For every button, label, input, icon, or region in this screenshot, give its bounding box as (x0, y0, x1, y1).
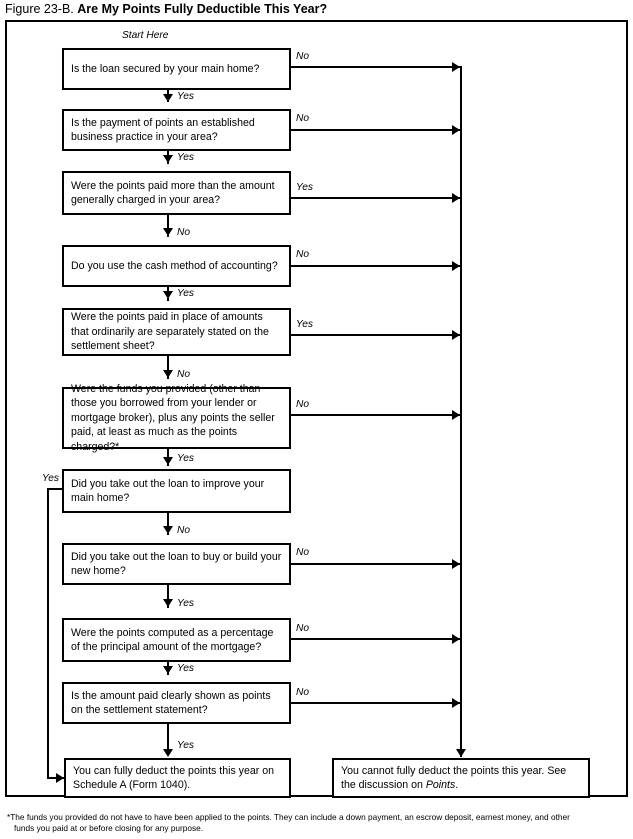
node-q7-text: Did you take out the loan to improve you… (71, 477, 265, 505)
edge-q7-yes-hline-top (47, 488, 62, 490)
node-not-deductible[interactable]: You cannot fully deduct the points this … (332, 758, 590, 798)
edge-q2-yes-label: Yes (177, 152, 194, 163)
edge-q7-yes-arrowhead (56, 773, 64, 783)
node-q6[interactable]: Were the funds you provided (other than … (62, 383, 291, 453)
figure-caption: Figure 23-B. Are My Points Fully Deducti… (5, 0, 625, 18)
edge-q3-yes-arrowhead (452, 193, 460, 203)
collector-arrowhead-into-not-deductible (456, 749, 466, 757)
node-not-deductible-tail: . (455, 779, 459, 791)
edge-q7-yes-vline (47, 488, 49, 778)
edge-q8-no-label: No (296, 547, 310, 558)
no-branch-collector-line (460, 66, 462, 757)
edge-q5-yes-arrowhead (452, 330, 460, 340)
edge-q6-no-arrowhead (452, 410, 460, 420)
edge-q4-no-arrowhead (452, 261, 460, 271)
node-not-deductible-text-main: You cannot fully deduct the points this … (341, 764, 567, 792)
node-q10[interactable]: Is the amount paid clearly shown as poin… (62, 682, 291, 724)
figure-frame (5, 20, 628, 797)
edge-q5-no-arrowhead (163, 370, 173, 378)
edge-q2-no-label: No (296, 113, 310, 124)
edge-q6-no-label: No (296, 399, 310, 410)
edge-q8-no-arrowhead (452, 559, 460, 569)
figure-title: Are My Points Fully Deductible This Year… (77, 2, 328, 16)
footnote: *The funds you provided do not have to h… (7, 812, 627, 833)
edge-q8-yes-label: Yes (177, 598, 194, 609)
edge-q10-yes-arrowhead (163, 749, 173, 757)
edge-q7-no-label: No (177, 525, 191, 536)
node-not-deductible-text: You cannot fully deduct the points this … (334, 764, 588, 793)
edge-q1-no-label: No (296, 51, 310, 62)
edge-q9-no-line (291, 638, 460, 640)
edge-q2-yes-arrowhead (163, 155, 173, 163)
node-q9-text: Were the points computed as a percentage… (71, 626, 274, 654)
edge-q6-no-line (291, 414, 460, 416)
edge-q4-yes-label: Yes (177, 288, 194, 299)
edge-q1-yes-arrowhead (163, 94, 173, 102)
edge-q2-no-arrowhead (452, 125, 460, 135)
edge-q3-no-arrowhead (163, 228, 173, 236)
edge-q4-yes-arrowhead (163, 291, 173, 299)
edge-q8-yes-line (167, 585, 169, 608)
node-q4-text: Do you use the cash method of accounting… (71, 259, 278, 272)
node-q8[interactable]: Did you take out the loan to buy or buil… (62, 543, 291, 585)
edge-q4-no-label: No (296, 249, 310, 260)
edge-q8-yes-arrowhead (163, 599, 173, 607)
edge-q1-no-line (291, 66, 460, 68)
edge-q8-no-line (291, 563, 460, 565)
edge-q5-yes-label: Yes (296, 319, 313, 330)
node-q5[interactable]: Were the points paid in place of amounts… (62, 308, 291, 356)
edge-q10-no-line (291, 702, 460, 704)
node-q8-text: Did you take out the loan to buy or buil… (71, 550, 282, 578)
node-q2[interactable]: Is the payment of points an established … (62, 109, 291, 151)
node-q10-text: Is the amount paid clearly shown as poin… (71, 689, 271, 717)
footnote-line-1: *The funds you provided do not have to h… (7, 812, 570, 822)
node-q6-text: Were the funds you provided (other than … (71, 382, 275, 453)
footnote-line-2: funds you paid at or before closing for … (14, 822, 204, 833)
node-q5-text: Were the points paid in place of amounts… (71, 311, 269, 353)
edge-q2-no-line (291, 129, 460, 131)
edge-q5-no-label: No (177, 369, 191, 380)
edge-q3-no-label: No (177, 227, 191, 238)
edge-q1-no-arrowhead (452, 62, 460, 72)
node-not-deductible-emphasis: Points (425, 779, 456, 791)
edge-q10-yes-line (167, 724, 169, 750)
edge-q10-yes-label: Yes (177, 740, 194, 751)
edge-q5-no-line (167, 356, 169, 379)
edge-q6-yes-label: Yes (177, 453, 194, 464)
node-q2-text: Is the payment of points an established … (71, 116, 255, 144)
node-q4[interactable]: Do you use the cash method of accounting… (62, 245, 291, 287)
edge-q9-yes-label: Yes (177, 663, 194, 674)
edge-q5-yes-line (291, 334, 460, 336)
node-q1[interactable]: Is the loan secured by your main home? (62, 48, 291, 90)
node-q9[interactable]: Were the points computed as a percentage… (62, 618, 291, 662)
edge-q4-no-line (291, 265, 460, 267)
figure-number: Figure 23-B. (5, 2, 74, 16)
edge-q10-no-label: No (296, 687, 310, 698)
node-q3[interactable]: Were the points paid more than the amoun… (62, 171, 291, 215)
edge-q7-yes-label: Yes (42, 473, 59, 484)
edge-q9-no-arrowhead (452, 634, 460, 644)
edge-q6-yes-arrowhead (163, 457, 173, 465)
edge-q3-yes-line (291, 197, 460, 199)
edge-q1-yes-label: Yes (177, 91, 194, 102)
node-deductible-text: You can fully deduct the points this yea… (73, 764, 275, 792)
node-q7[interactable]: Did you take out the loan to improve you… (62, 469, 291, 513)
edge-q10-no-arrowhead (452, 698, 460, 708)
edge-q7-yes-hline-bottom (47, 777, 64, 779)
edge-q9-yes-arrowhead (163, 666, 173, 674)
node-q1-text: Is the loan secured by your main home? (71, 62, 260, 75)
node-q3-text: Were the points paid more than the amoun… (71, 179, 275, 207)
edge-q7-no-line (167, 513, 169, 535)
edge-q7-no-arrowhead (163, 526, 173, 534)
edge-q9-no-label: No (296, 623, 310, 634)
edge-q3-no-line (167, 215, 169, 237)
edge-q3-yes-label: Yes (296, 182, 313, 193)
start-here-label: Start Here (122, 30, 169, 41)
node-deductible[interactable]: You can fully deduct the points this yea… (64, 758, 291, 798)
